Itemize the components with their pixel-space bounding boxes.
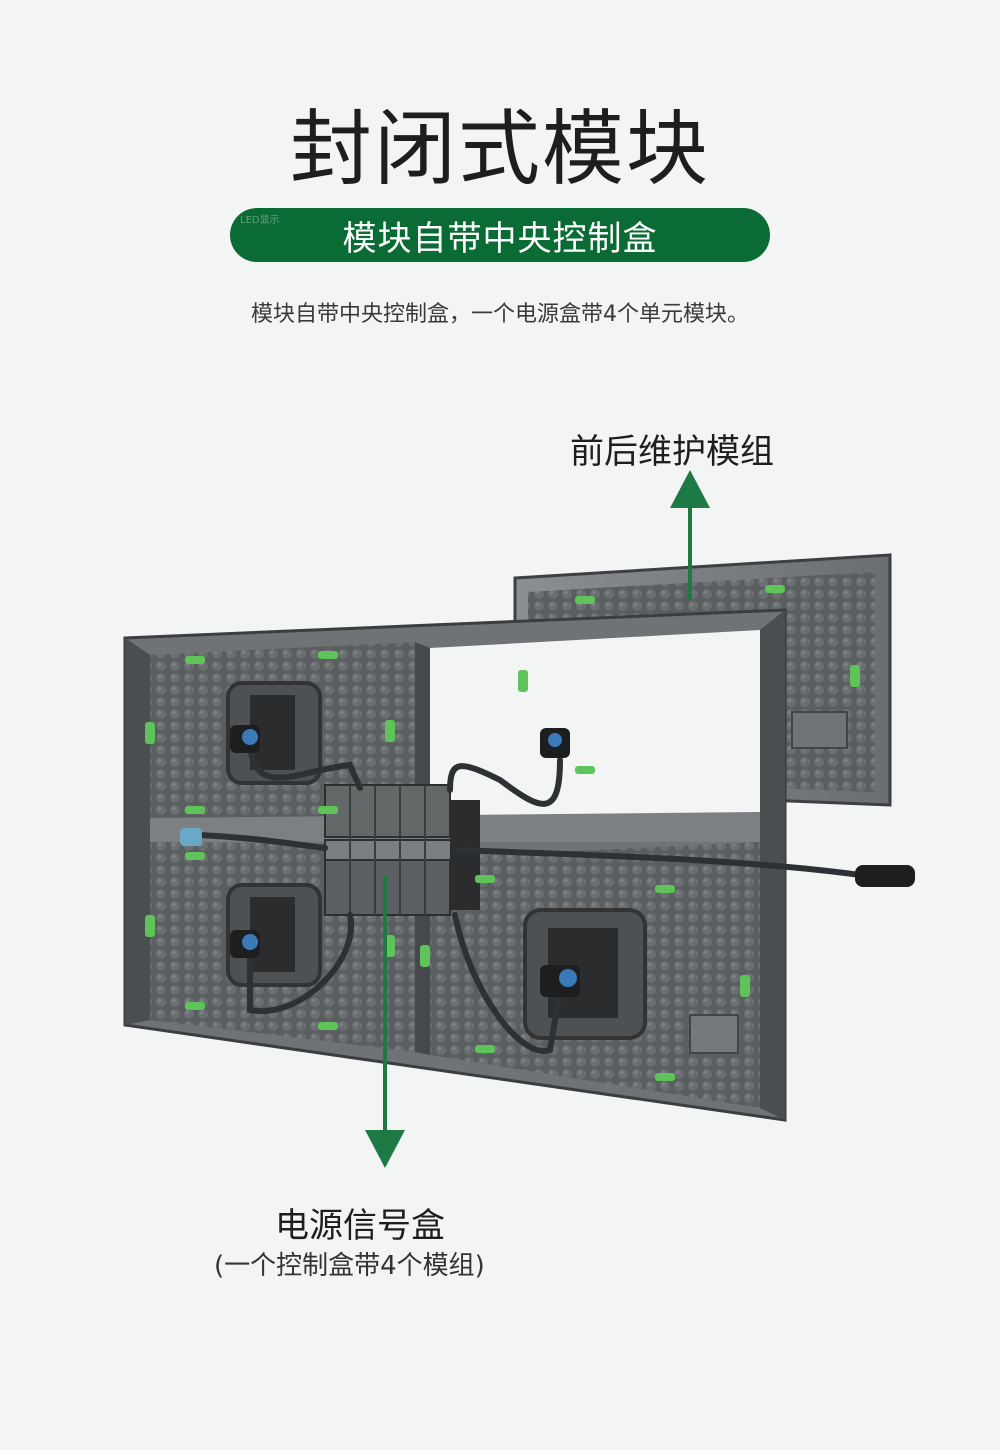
- subtitle-banner-label: 模块自带中央控制盒: [342, 218, 658, 259]
- arrow-down-icon: [365, 875, 405, 1168]
- subtitle-banner: 模块自带中央控制盒: [230, 208, 770, 262]
- page-title: 封闭式模块: [289, 102, 710, 197]
- power-signal-box: [324, 784, 480, 916]
- led-cabinet-illustration: [123, 470, 915, 1168]
- connectors: [180, 725, 915, 997]
- cables: [197, 742, 863, 1054]
- description-text: 模块自带中央控制盒，一个电源盒带4个单元模块。: [251, 302, 749, 327]
- arrow-up-icon: [670, 470, 710, 600]
- callout-front-rear-maintenance: 前后维护模组: [570, 432, 774, 472]
- mounting-clips: [145, 585, 860, 1081]
- callout-power-signal-box-note: (一个控制盒带4个模组): [214, 1251, 485, 1281]
- banner-watermark: LED显示: [240, 215, 280, 226]
- callout-power-signal-box: 电源信号盒: [275, 1206, 445, 1246]
